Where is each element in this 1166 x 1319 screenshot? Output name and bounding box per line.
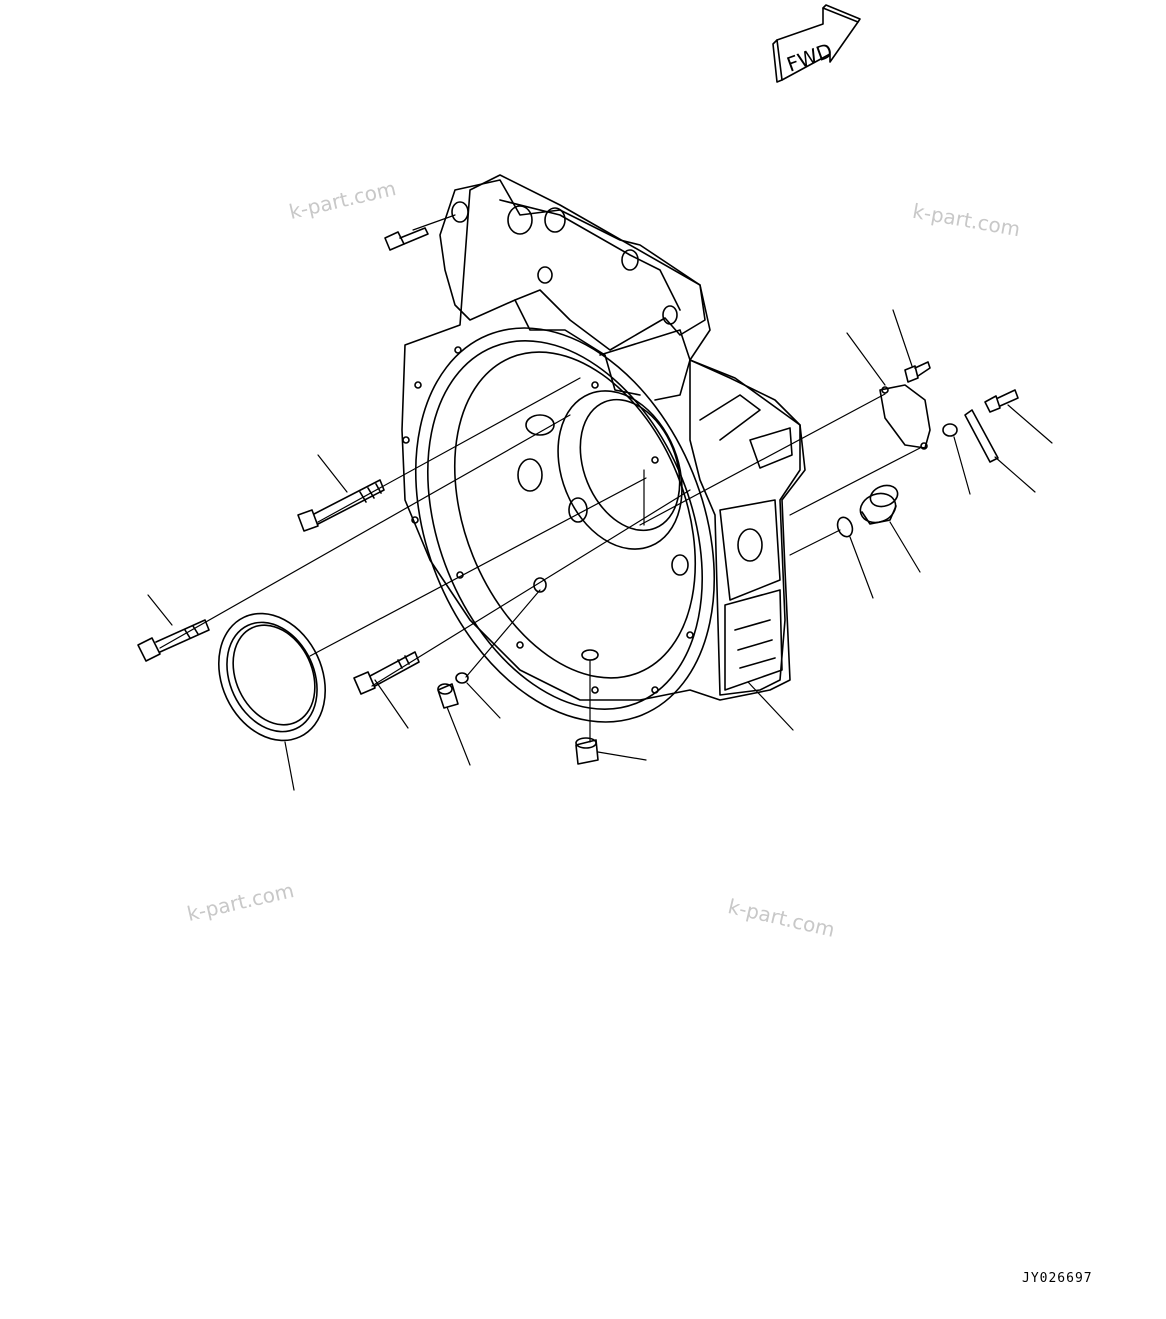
flywheel-housing	[360, 175, 805, 767]
leader-lines	[148, 215, 1052, 790]
drain-plug	[438, 684, 458, 708]
washer	[943, 424, 957, 436]
small-bolt-right	[985, 390, 1018, 412]
fwd-label: FWD	[784, 38, 836, 77]
middle-bolt	[354, 652, 419, 694]
cylinder-plug	[576, 738, 598, 764]
long-bolt-upper	[298, 480, 384, 531]
clip	[965, 410, 998, 462]
cover-bolt	[905, 362, 930, 382]
long-bolt-lower	[138, 620, 209, 661]
top-bolt	[385, 228, 428, 250]
oil-seal	[199, 596, 345, 758]
cover-plate	[880, 385, 930, 449]
steel-ball	[456, 673, 468, 683]
fwd-arrow-tag: FWD	[773, 5, 860, 82]
o-ring	[835, 515, 855, 539]
drawing-code: JY026697	[1022, 1271, 1093, 1286]
threaded-plug	[856, 482, 900, 527]
